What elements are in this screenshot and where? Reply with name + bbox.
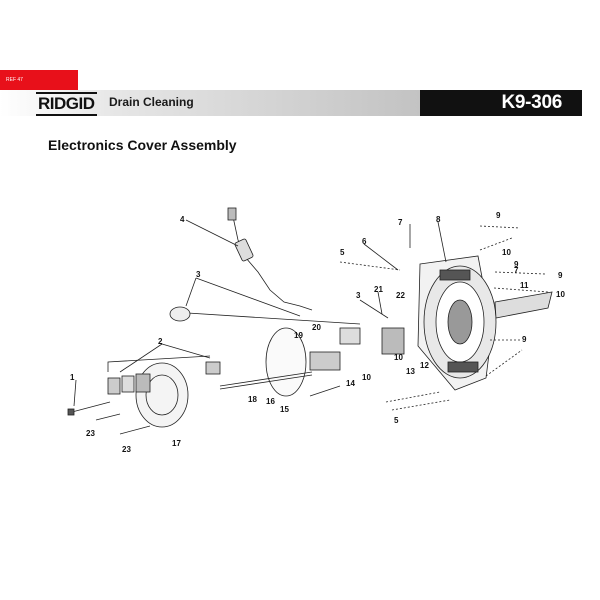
callout-14: 14 [346, 379, 355, 388]
callout-9c: 9 [558, 271, 563, 280]
callout-10b: 10 [556, 290, 565, 299]
callout-7: 7 [398, 218, 403, 227]
callout-1: 1 [70, 373, 75, 382]
callout-9: 9 [496, 211, 501, 220]
cord-ferrite [234, 238, 254, 262]
callout-labels: 1 2 3 3 4 5 5 6 7 7 8 9 9 9 9 10 10 10 1… [70, 211, 565, 454]
switch-cap [205, 361, 221, 375]
callout-22: 22 [396, 291, 405, 300]
callout-5: 5 [340, 248, 345, 257]
callout-6: 6 [362, 237, 367, 246]
callout-7b: 7 [514, 266, 519, 275]
callout-17: 17 [172, 439, 181, 448]
callout-15: 15 [280, 405, 289, 414]
page-title: Electronics Cover Assembly [48, 137, 237, 153]
callout-18: 18 [248, 395, 257, 404]
switch-block [339, 327, 361, 345]
ref-tab: REF 47 [0, 70, 78, 90]
callout-23: 23 [86, 429, 95, 438]
grommet [169, 306, 191, 322]
model-box: K9-306 [420, 90, 582, 116]
callout-8: 8 [436, 215, 441, 224]
callout-21: 21 [374, 285, 383, 294]
callout-16: 16 [266, 397, 275, 406]
callout-3b: 3 [356, 291, 361, 300]
callout-4: 4 [180, 215, 185, 224]
brand-logo: RIDGID [36, 92, 97, 116]
callout-10d: 10 [394, 353, 403, 362]
callout-9b: 9 [514, 260, 519, 269]
cord-plug [227, 207, 237, 221]
callout-2: 2 [158, 337, 163, 346]
callout-3: 3 [196, 270, 201, 279]
circuit-board [381, 327, 405, 355]
callout-20: 20 [312, 323, 321, 332]
callout-13: 13 [406, 367, 415, 376]
callout-23b: 23 [122, 445, 131, 454]
callout-9d: 9 [522, 335, 527, 344]
section-label: Drain Cleaning [109, 95, 194, 109]
callout-10c: 10 [362, 373, 371, 382]
exploded-parts-diagram: 1 2 3 3 4 5 5 6 7 7 8 9 9 9 9 10 10 10 1… [67, 207, 565, 454]
callout-10: 10 [502, 248, 511, 257]
callout-12: 12 [420, 361, 429, 370]
callout-19: 19 [294, 331, 303, 340]
control-module [309, 351, 341, 371]
left-cover-plate [135, 362, 189, 428]
callout-11: 11 [520, 281, 529, 290]
model-number: K9-306 [501, 92, 562, 113]
side-flange [494, 291, 553, 319]
gasket-disc [265, 327, 307, 397]
callout-5b: 5 [394, 416, 399, 425]
